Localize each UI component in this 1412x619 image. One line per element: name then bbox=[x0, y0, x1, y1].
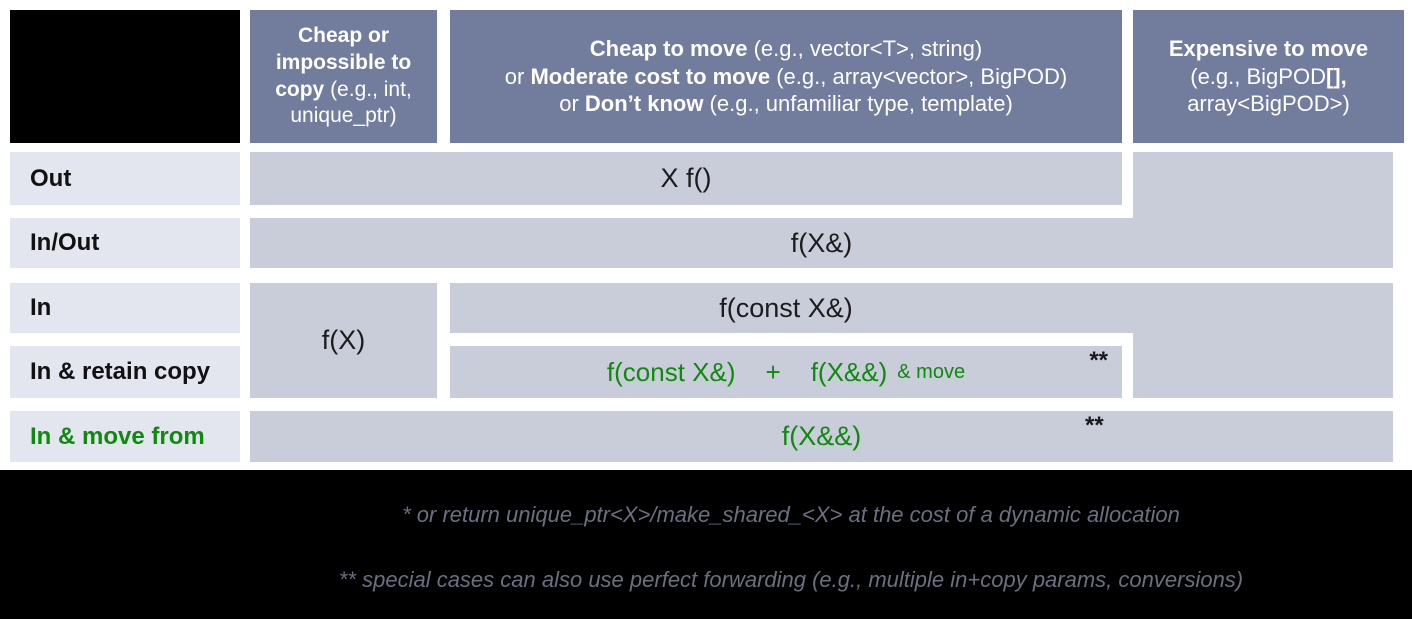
cell-inout-fxref: f(X&) bbox=[250, 218, 1393, 268]
cell-out-xf: X f() bbox=[250, 152, 1122, 205]
column-header-expensive-to-move: Expensive to move (e.g., BigPOD[], array… bbox=[1133, 10, 1404, 143]
header-text: Cheap or bbox=[297, 24, 389, 48]
row-label-inout: In/Out bbox=[10, 218, 240, 268]
double-asterisk-note: ** bbox=[1085, 412, 1104, 439]
cell-move-from-fxrefref: f(X&&) ** bbox=[250, 411, 1393, 462]
footnote-double-asterisk: ** special cases can also use perfect fo… bbox=[338, 567, 1244, 592]
cell-in-expensive-merge bbox=[1133, 283, 1393, 398]
double-asterisk-note: ** bbox=[1089, 347, 1108, 374]
corner-black-cell bbox=[10, 10, 240, 143]
footer-band: * or return unique_ptr<X>/make_shared_<X… bbox=[0, 470, 1412, 619]
row-label-out: Out bbox=[10, 152, 240, 205]
footnote-single-asterisk: * or return unique_ptr<X>/make_shared_<X… bbox=[402, 502, 1180, 527]
cell-retain-copy-formula: f(const X&) + f(X&&) & move ** bbox=[450, 346, 1122, 398]
column-header-cheap-to-copy: Cheap or impossible to copy (e.g., int, … bbox=[250, 10, 437, 143]
column-header-cheap-or-moderate-move: Cheap to move (e.g., vector<T>, string) … bbox=[450, 10, 1122, 143]
row-label-in-retain-copy: In & retain copy bbox=[10, 346, 240, 398]
cell-fx-copy: f(X) bbox=[250, 283, 437, 398]
row-label-in-move-from: In & move from bbox=[10, 411, 240, 462]
row-label-in: In bbox=[10, 283, 240, 333]
